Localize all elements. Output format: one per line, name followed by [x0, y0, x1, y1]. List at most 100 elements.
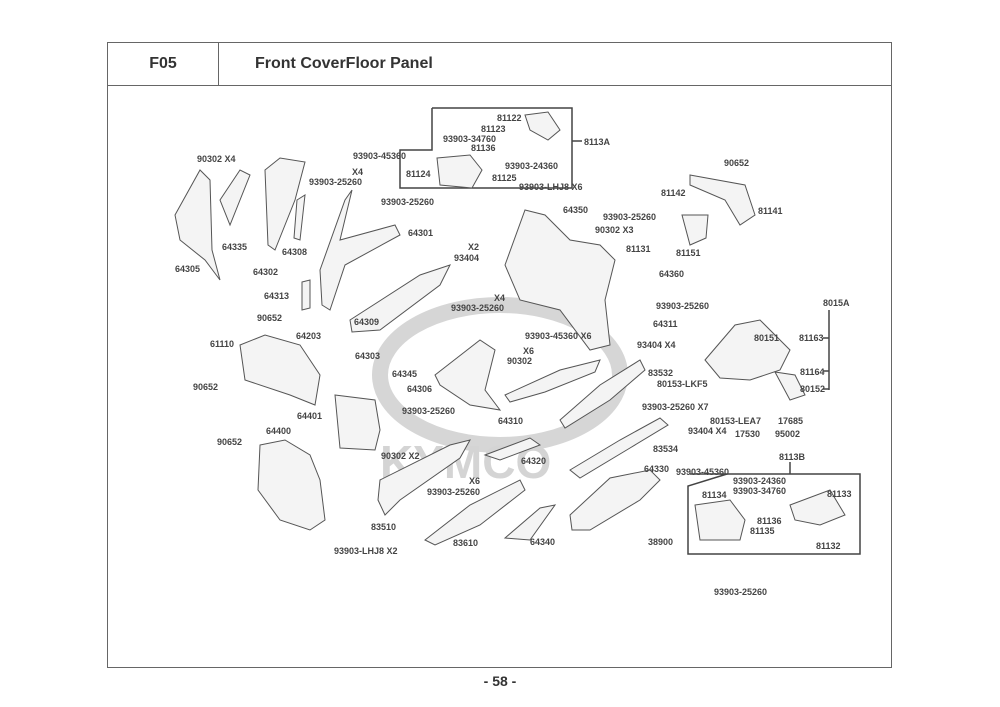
label-81136: 81136: [471, 143, 496, 153]
label-64203: 64203: [296, 331, 322, 341]
label-81133: 81133: [827, 489, 852, 499]
label-93404: 93404 X4: [688, 426, 727, 436]
label-81142: 81142: [661, 188, 686, 198]
label-64401: 64401: [297, 411, 323, 421]
label-83534: 83534: [653, 444, 679, 454]
label-81135: 81135: [750, 526, 775, 536]
label-64350: 64350: [563, 205, 589, 215]
label-80153-lea7: 80153-LEA7: [710, 416, 762, 426]
part-64335: [219, 169, 251, 227]
label-64306: 64306: [407, 384, 433, 394]
part-81135: [694, 499, 746, 541]
label-93903-25260: 93903-25260: [309, 177, 363, 187]
label-x2: X2: [468, 242, 480, 252]
label-93903-34760: 93903-34760: [733, 486, 787, 496]
label-x6: X6: [469, 476, 481, 486]
label-90652: 90652: [257, 313, 283, 323]
part-81151: [681, 214, 709, 246]
label-93903-lhj8: 93903-LHJ8 X6: [519, 182, 583, 192]
page-frame: [107, 42, 892, 668]
label-93903-25260: 93903-25260: [714, 587, 768, 597]
part-64340: [503, 504, 557, 541]
label-64310: 64310: [498, 416, 524, 426]
part-83532: [559, 359, 646, 429]
part-64401: [334, 394, 381, 451]
label-90652: 90652: [217, 437, 243, 447]
label-64311: 64311: [653, 319, 678, 329]
label-90302: 90302: [507, 356, 533, 366]
part-83610: [424, 479, 526, 546]
part-64310: [504, 359, 601, 403]
part-83510: [377, 439, 471, 516]
label-93903-45360: 93903-45360: [676, 467, 730, 477]
label-64309: 64309: [354, 317, 380, 327]
label-64340: 64340: [530, 537, 556, 547]
label-80153-lkf5: 80153-LKF5: [657, 379, 708, 389]
part-81124: [436, 154, 483, 189]
label-93903-45360: 93903-45360: [353, 151, 407, 161]
label-93903-lhj8: 93903-LHJ8 X2: [334, 546, 398, 556]
label-81163: 81163: [799, 333, 824, 343]
label-64301: 64301: [408, 228, 434, 238]
label-93404: 93404 X4: [637, 340, 676, 350]
label-93404: 93404: [454, 253, 480, 263]
part-64308: [293, 194, 306, 241]
label-90302: 90302 X2: [381, 451, 420, 461]
label-81151: 81151: [676, 248, 701, 258]
label-93903-25260: 93903-25260: [603, 212, 657, 222]
label-93903-25260: 93903-25260: [427, 487, 481, 497]
part-64320: [483, 437, 542, 461]
label-90652: 90652: [724, 158, 750, 168]
label-64330: 64330: [644, 464, 670, 474]
label-93903-25260: 93903-25260: [656, 301, 710, 311]
label-80152: 80152: [800, 384, 826, 394]
part-81132: [789, 489, 846, 526]
header-divider: [107, 85, 892, 86]
part-64306: [434, 339, 502, 411]
label-64308: 64308: [282, 247, 308, 257]
label-64400: 64400: [266, 426, 292, 436]
label-81124: 81124: [406, 169, 431, 179]
label-93903-25260: 93903-25260: [451, 303, 505, 313]
label-93903-24360: 93903-24360: [733, 476, 787, 486]
label-93903-25260: 93903-25260 X7: [642, 402, 709, 412]
part-81141: [689, 174, 756, 226]
part-64305: [174, 169, 221, 281]
part-64301: [319, 189, 401, 311]
kit-box-8113a: [399, 107, 573, 189]
label-64305: 64305: [175, 264, 201, 274]
label-64335: 64335: [222, 242, 248, 252]
label-8015a: 8015A: [823, 298, 850, 308]
part-81122: [524, 111, 561, 141]
label-64320: 64320: [521, 456, 547, 466]
label-64345: 64345: [392, 369, 418, 379]
label-93903-24360: 93903-24360: [505, 161, 559, 171]
label-80151: 80151: [754, 333, 780, 343]
label-90302: 90302 X4: [197, 154, 236, 164]
label-x4: X4: [352, 167, 364, 177]
label-64360: 64360: [659, 269, 685, 279]
label-93903-25260: 93903-25260: [402, 406, 456, 416]
page-title: Front CoverFloor Panel: [255, 55, 433, 72]
part-80152: [774, 371, 806, 401]
label-64303: 64303: [355, 351, 381, 361]
label-64302: 64302: [253, 267, 279, 277]
label-93903-25260: 93903-25260: [381, 197, 435, 207]
label-61110: 61110: [210, 339, 235, 349]
part-64330: [569, 469, 661, 531]
label-8113b: 8113B: [779, 452, 806, 462]
label-93903-34760: 93903-34760: [443, 134, 497, 144]
label-17685: 17685: [778, 416, 804, 426]
part-64302: [264, 157, 306, 251]
kit-box-8113b: [687, 473, 861, 555]
label-83510: 83510: [371, 522, 397, 532]
label-81125: 81125: [492, 173, 517, 183]
label-90302: 90302 X3: [595, 225, 634, 235]
label-x6: X6: [523, 346, 535, 356]
label-64313: 64313: [264, 291, 290, 301]
label-38900: 38900: [648, 537, 674, 547]
label-83610: 83610: [453, 538, 479, 548]
label-90652: 90652: [193, 382, 219, 392]
part-64313: [301, 279, 311, 311]
